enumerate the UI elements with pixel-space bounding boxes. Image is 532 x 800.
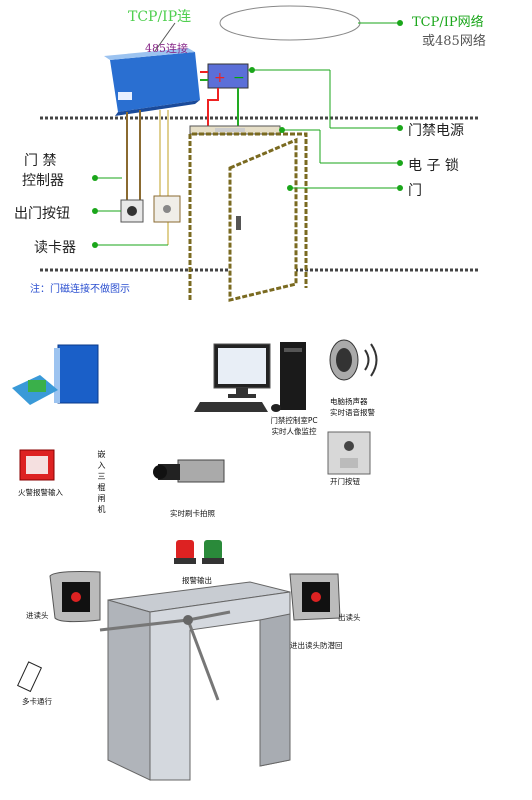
exit-button-image — [327, 431, 371, 475]
wiring-diagram: + − — [40, 5, 480, 302]
multi-card-label: 多卡通行 — [22, 697, 52, 706]
card-reader-label: 读卡器 — [34, 240, 76, 256]
alarm-output-label: 报警输出 — [182, 576, 212, 585]
electronic-lock-label: 电 子 锁 — [408, 158, 459, 174]
controller-device — [104, 48, 200, 116]
exit-button-device — [120, 199, 144, 223]
exit-button-system-label: 开门按钮 — [330, 477, 360, 486]
anti-passback-label: 进出读头防潜回 — [290, 641, 343, 650]
door-frame — [188, 132, 308, 300]
rs485-network-label: 或485网络 — [422, 34, 486, 49]
entry-reader-image — [49, 571, 101, 623]
exit-reader-label: 出读头 — [338, 613, 361, 622]
camera-label: 实时刷卡拍照 — [170, 509, 215, 518]
tcp-network-label: TCP/IP网络 — [412, 15, 484, 30]
svg-text:−: − — [233, 70, 245, 86]
speaker-label-line2: 实时语音报警 — [330, 408, 375, 417]
embed-label: 嵌入三棍闸机 — [97, 450, 106, 516]
controller-unit-image — [12, 344, 99, 405]
speaker-label: 电脑扬声器 实时语音报警 — [330, 396, 375, 418]
turnstile-image — [99, 581, 291, 781]
door-label: 门 — [408, 183, 422, 199]
wiring-note: 注：门磁连接不做图示 — [30, 284, 130, 295]
door-power-label: 门禁电源 — [408, 123, 464, 139]
system-diagram — [12, 339, 378, 781]
speaker-label-line1: 电脑扬声器 — [330, 397, 368, 406]
exit-button-label: 出门按钮 — [14, 206, 70, 222]
svg-text:+: + — [214, 70, 226, 86]
camera-image — [153, 459, 225, 483]
fire-alarm-image — [19, 449, 55, 481]
pc-image — [194, 342, 306, 412]
pc-label: 门禁控制室PC 实时人像监控 — [264, 415, 324, 437]
tcp-label-top: TCP/IP连 — [128, 9, 192, 25]
network-ellipse — [219, 5, 361, 41]
speaker-image — [329, 339, 378, 381]
pc-label-line2: 实时人像监控 — [271, 427, 317, 436]
door-panel — [228, 137, 298, 302]
exit-reader-image — [289, 573, 341, 621]
alarm-lights-image — [174, 540, 224, 564]
card-image — [17, 661, 43, 693]
controller-label-2: 控制器 — [22, 173, 64, 189]
pc-label-line1: 门禁控制室PC — [270, 416, 318, 425]
power-supply: + − — [207, 63, 249, 89]
entry-reader-label: 进读头 — [26, 611, 49, 620]
card-reader-device — [153, 195, 181, 223]
rs485-label: 485连接 — [145, 42, 188, 55]
controller-label-1: 门 禁 — [24, 153, 57, 169]
fire-alarm-label: 火警报警输入 — [18, 488, 63, 497]
